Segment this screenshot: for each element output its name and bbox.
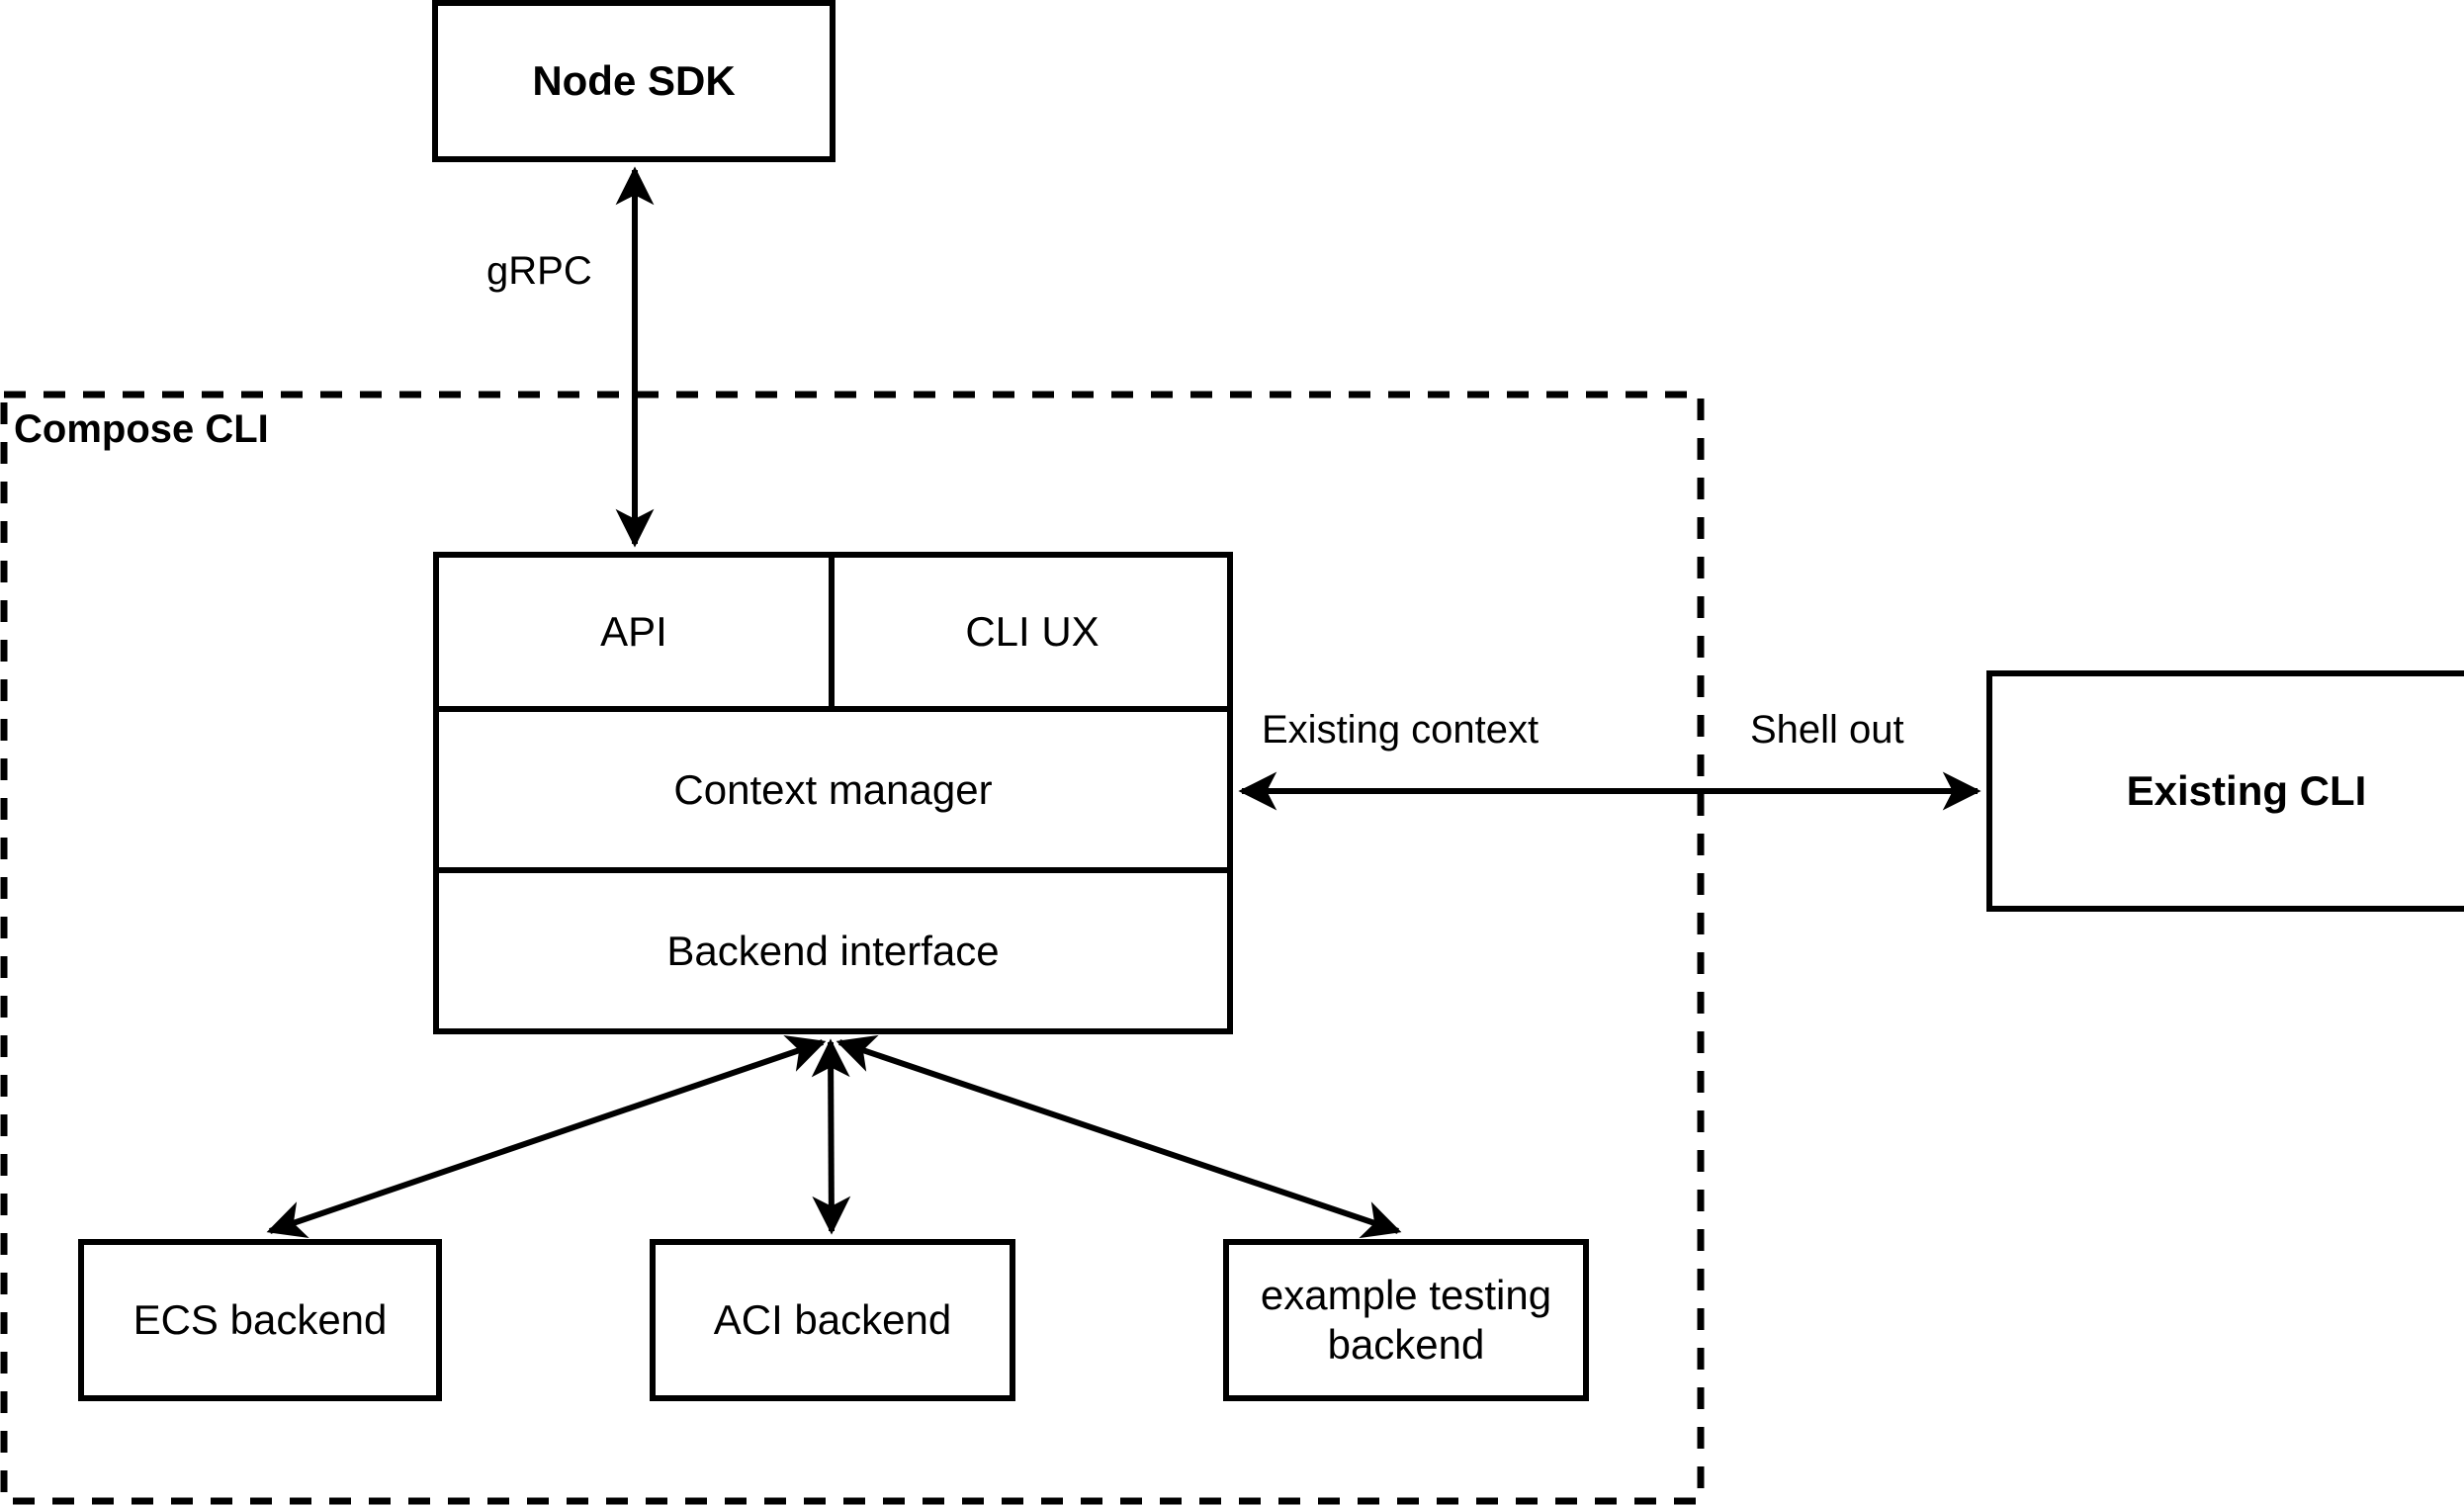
existing-cli-box bbox=[1986, 670, 2464, 912]
aci-backend-box bbox=[650, 1239, 1015, 1401]
node-sdk-box bbox=[432, 0, 836, 162]
group-compose-cli-border bbox=[0, 391, 1705, 1505]
edge-backend-example-line bbox=[836, 1034, 1402, 1239]
group-compose-cli-title: Compose CLI bbox=[14, 407, 269, 451]
ecs-backend-box bbox=[78, 1239, 442, 1401]
example-testing-backend-box bbox=[1223, 1239, 1589, 1401]
edge-backend-aci-line bbox=[811, 1038, 851, 1235]
edge-backend-ecs-line bbox=[266, 1035, 827, 1238]
